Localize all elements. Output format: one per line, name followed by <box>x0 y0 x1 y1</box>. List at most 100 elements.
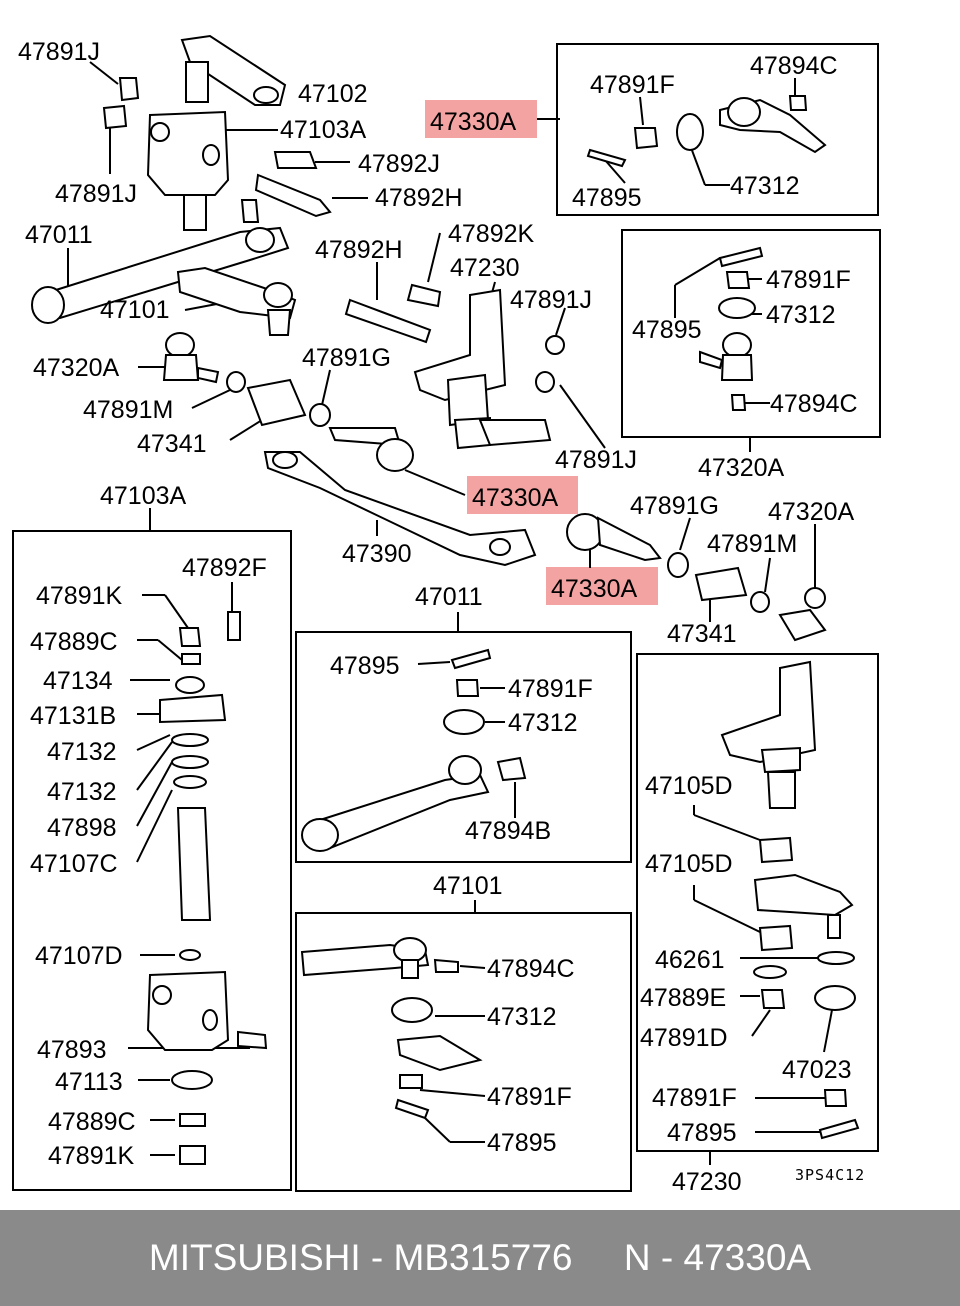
box-tie-rod-end-47330a <box>556 43 879 216</box>
label-47134: 47134 <box>43 667 113 695</box>
label-47895-b: 47895 <box>487 1129 557 1157</box>
label-47107d: 47107D <box>35 942 123 970</box>
steering-gear-drawing <box>102 34 287 231</box>
label-47330a-low: 47330A <box>551 575 638 603</box>
group-boxes <box>12 43 881 1192</box>
label-47101: 47101 <box>100 296 170 324</box>
label-47891d: 47891D <box>640 1024 728 1052</box>
label-47889e: 47889E <box>640 984 726 1012</box>
label-46261: 46261 <box>655 946 725 974</box>
label-47102: 47102 <box>298 80 368 108</box>
relay-rod-drawing <box>31 199 290 324</box>
label-47312-r: 47312 <box>766 301 836 329</box>
label-47895-rb: 47895 <box>667 1119 737 1147</box>
label-47312-top: 47312 <box>730 172 800 200</box>
box-idler-arm-47230 <box>636 653 879 1152</box>
label-47894b: 47894B <box>465 817 551 845</box>
label-47341-b: 47341 <box>667 620 737 648</box>
footer-separator: - <box>360 1237 394 1278</box>
label-47892h: 47892H <box>375 184 463 212</box>
label-47312-b: 47312 <box>487 1003 557 1031</box>
highlight-47330a-top <box>425 100 537 138</box>
label-47892j: 47892J <box>358 150 440 178</box>
label-47330a-mid: 47330A <box>472 484 559 512</box>
footer-brand: MITSUBISHI <box>148 1237 361 1278</box>
footer-part-number: MB315776 <box>393 1237 573 1278</box>
label-47891f-m: 47891F <box>508 675 593 703</box>
label-47107c: 47107C <box>30 850 118 878</box>
label-47895-top: 47895 <box>572 184 642 212</box>
part-labels: 47891J 47102 47103A 47892J 47891J 47892H… <box>18 38 865 1196</box>
bolts-drawing <box>254 151 442 344</box>
relay-rod-box-drawing <box>301 648 527 852</box>
label-47892k: 47892K <box>448 220 535 248</box>
footer-gap <box>573 1237 624 1279</box>
highlight-boxes <box>425 100 658 605</box>
box-pitman-arm-47101 <box>295 912 632 1192</box>
label-47898: 47898 <box>47 814 117 842</box>
label-47390: 47390 <box>342 540 412 568</box>
gear-box-exploded-drawing <box>146 611 268 1165</box>
label-47320a-box: 47320A <box>698 454 785 482</box>
parts-diagram: 47891J 47102 47103A 47892J 47891J 47892H… <box>12 34 881 1196</box>
label-47891f-top: 47891F <box>590 71 675 99</box>
label-47895-r: 47895 <box>632 316 702 344</box>
label-47891k: 47891K <box>36 582 123 610</box>
box-steering-gear-47103a <box>12 530 292 1191</box>
label-47891f-rb: 47891F <box>652 1084 737 1112</box>
label-47101-box: 47101 <box>433 872 503 900</box>
tie-rod-end-box-drawing <box>586 95 827 168</box>
label-47891j: 47891J <box>18 38 100 66</box>
label-47889c: 47889C <box>30 628 118 656</box>
label-47891k-b: 47891K <box>48 1142 135 1170</box>
label-47011: 47011 <box>25 221 93 249</box>
label-47011-box: 47011 <box>415 583 483 611</box>
label-47891f-b: 47891F <box>487 1083 572 1111</box>
tie-rod-drawing <box>263 451 537 567</box>
label-47023: 47023 <box>782 1056 852 1084</box>
label-47895-m: 47895 <box>330 652 400 680</box>
label-47891m: 47891M <box>83 396 173 424</box>
label-47103a-box: 47103A <box>100 482 187 510</box>
label-47131b: 47131B <box>30 702 116 730</box>
footer-banner: MITSUBISHI - MB315776 N - 47330A <box>0 1210 960 1306</box>
label-47105d-a: 47105D <box>645 772 733 800</box>
label-47892f: 47892F <box>182 554 267 582</box>
ball-joint-box-drawing <box>699 246 764 411</box>
footer-label: N - 47330A <box>623 1237 812 1278</box>
label-47891g-b: 47891G <box>630 492 719 520</box>
highlight-47330a-low <box>546 567 658 605</box>
idler-bracket-drawing <box>413 288 565 450</box>
ball-joint-left-drawing <box>162 332 414 472</box>
label-47891j-c: 47891J <box>510 286 592 314</box>
label-47113: 47113 <box>55 1068 123 1096</box>
label-47894c-r: 47894C <box>770 390 858 418</box>
label-47889c-b: 47889C <box>48 1108 136 1136</box>
label-47891j-b: 47891J <box>55 180 137 208</box>
label-47330a-top: 47330A <box>430 108 517 136</box>
highlight-47330a-mid <box>467 476 578 514</box>
label-47132-a: 47132 <box>47 738 117 766</box>
label-47230-box: 47230 <box>672 1168 742 1196</box>
part-drawings <box>31 34 860 1165</box>
label-47320a-b: 47320A <box>768 498 855 526</box>
label-47132-b: 47132 <box>47 778 117 806</box>
label-47894c-b: 47894C <box>487 955 575 983</box>
pitman-box-drawing <box>300 937 483 1120</box>
label-47891f-r: 47891F <box>766 266 851 294</box>
label-47892h-b: 47892H <box>315 236 403 264</box>
label-47341: 47341 <box>137 430 207 458</box>
idler-box-drawing <box>720 660 860 1140</box>
leader-lines <box>67 61 833 1165</box>
diagram-code: 3PS4C12 <box>795 1166 865 1184</box>
box-relay-rod-47011 <box>295 631 632 863</box>
label-47894c-top: 47894C <box>750 52 838 80</box>
tie-rod-end-lower-drawing <box>566 513 827 642</box>
label-47891g: 47891G <box>302 344 391 372</box>
label-47320a: 47320A <box>33 354 120 382</box>
label-47891m-b: 47891M <box>707 530 797 558</box>
label-47312-m: 47312 <box>508 709 578 737</box>
label-47103a: 47103A <box>280 116 367 144</box>
label-47105d-b: 47105D <box>645 850 733 878</box>
label-47891j-d: 47891J <box>555 446 637 474</box>
